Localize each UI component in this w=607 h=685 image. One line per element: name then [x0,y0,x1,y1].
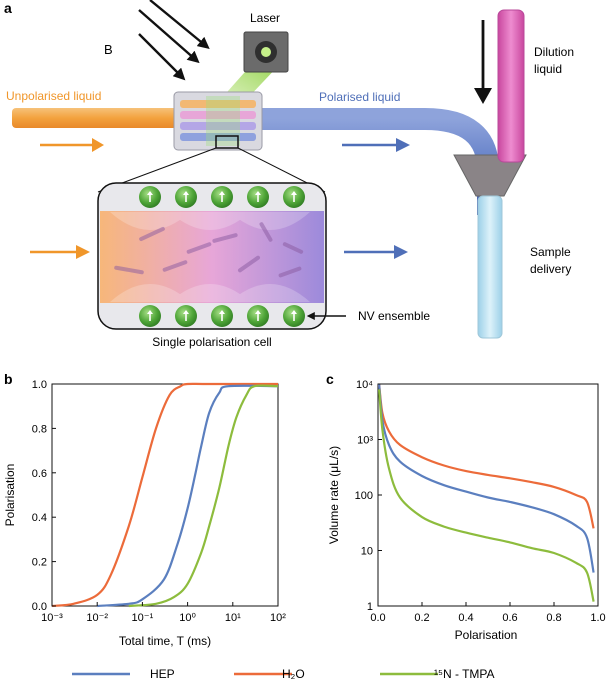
spin-arrowhead-icon [291,191,297,195]
nv-row-bottom [139,305,305,327]
c-x-tick-label: 0.8 [546,612,561,624]
c-y-tick-label: 100 [355,490,373,502]
b-y-tick-label: 0.6 [32,468,47,480]
input-label: Unpolarised liquid [6,89,101,103]
chart-c-series [378,383,595,602]
polarisation-cell-detail [97,182,327,330]
chart-c-y-axis-label: Volume rate (μL/s) [327,446,341,544]
b-series-tmpa [128,384,279,608]
panel-c-chart: c 0.0 0.2 0.4 0.6 0.8 1.0 1 10 100 10³ 10⁴ Polari… [326,371,606,642]
output-label: Polarised liquid [319,90,400,104]
chart-c-y-ticks: 1 10 100 10³ 10⁴ [355,379,382,613]
chart-b-y-ticks: 0.0 0.2 0.4 0.6 0.8 1.0 [32,379,56,613]
chart-b-series [51,382,279,608]
c-y-tick-label: 10³ [357,435,373,447]
spin-arrowhead-icon [147,191,153,195]
delivery-label-line1: Sample [530,245,571,259]
chart-c-x-ticks: 0.0 0.2 0.4 0.6 0.8 1.0 [370,602,606,624]
laser-label: Laser [250,11,280,25]
b-y-tick-label: 0.0 [32,601,47,613]
spin-arrowhead-icon [219,191,225,195]
b-y-tick-label: 0.4 [32,512,47,524]
laser-beam [220,64,280,100]
spin-arrowhead-icon [183,310,189,314]
b-x-tick-label: 10² [270,612,286,624]
c-y-tick-label: 10⁴ [356,379,373,391]
b-x-tick-label: 10⁰ [179,612,196,624]
c-x-tick-label: 0.4 [458,612,473,624]
delivery-label-line2: delivery [530,262,571,276]
cell-output-arrowhead [394,245,408,259]
dilution-label-line2: liquid [534,62,562,76]
chart-b-x-ticks: 10⁻³ 10⁻² 10⁻¹ 10⁰ 10¹ 10² [41,602,286,624]
spin-arrowhead-icon [255,310,261,314]
panel-a-label: a [4,0,12,16]
magnetic-field-arrows [138,0,210,81]
cell-channel [100,211,324,303]
b-x-tick-label: 10¹ [225,612,241,624]
nv-row-top [139,186,305,208]
panel-b-chart: b 10⁻³ 10⁻² 10⁻¹ 10⁰ 10¹ 10² 0.0 0.2 0.4 0.6 0.8 1… [3,371,286,648]
b-y-tick-label: 0.8 [32,423,47,435]
c-x-tick-label: 0.6 [502,612,517,624]
b-x-tick-label: 10⁻¹ [132,612,154,624]
dilution-tube [497,9,525,163]
input-arrowhead [92,138,104,152]
chart-b-y-axis-label: Polarisation [3,464,17,527]
b-x-tick-label: 10⁻² [86,612,108,624]
c-series-h2o [378,383,595,529]
chart-c-x-axis-label: Polarisation [455,628,518,642]
nv-label: NV ensemble [358,309,430,323]
output-arrowhead [396,138,410,152]
c-x-tick-label: 1.0 [590,612,605,624]
c-x-tick-label: 0.0 [370,612,385,624]
cell-label: Single polarisation cell [152,335,271,349]
b-x-tick-label: 10⁻³ [41,612,63,624]
spin-arrowhead-icon [147,310,153,314]
c-x-tick-label: 0.2 [414,612,429,624]
chart-c-frame [377,383,599,607]
diamond-features [110,212,310,302]
zoom-box [215,135,239,149]
b-series-h2o [51,382,278,608]
legend-label-hep: HEP [150,667,175,681]
delivery-tube [477,195,503,339]
b-y-tick-label: 1.0 [32,379,47,391]
panel-c-label: c [326,371,334,387]
spin-arrowhead-icon [183,191,189,195]
chart-b-x-axis-label: Total time, T (ms) [119,634,211,648]
spin-arrowhead-icon [219,310,225,314]
spin-arrowhead-icon [291,310,297,314]
chart-b-frame [51,383,279,607]
panel-b-label: b [4,371,13,387]
legend-label-tmpa: ¹⁵N - TMPA [434,667,495,681]
panel-a-schematic: a B Laser Unpolarised liquid Polarised l… [4,0,574,349]
laser-spot-icon [261,47,271,57]
legend: HEP H₂O ¹⁵N - TMPA [72,667,495,681]
field-label: B [104,42,113,57]
molecule-icons [114,222,304,278]
legend-label-h2o: H₂O [282,667,305,681]
polarisation-chip [173,91,263,151]
b-y-tick-label: 0.2 [32,557,47,569]
b-series-hep [97,384,279,608]
dilution-arrowhead [474,88,492,104]
spin-arrowhead-icon [255,191,261,195]
c-series-tmpa [378,389,595,602]
dilution-label-line1: Dilution [534,45,574,59]
c-y-tick-label: 1 [367,601,373,613]
cell-input-arrowhead [76,245,90,259]
c-series-hep [378,383,595,573]
c-y-tick-label: 10 [361,546,373,558]
input-tube [12,108,177,128]
